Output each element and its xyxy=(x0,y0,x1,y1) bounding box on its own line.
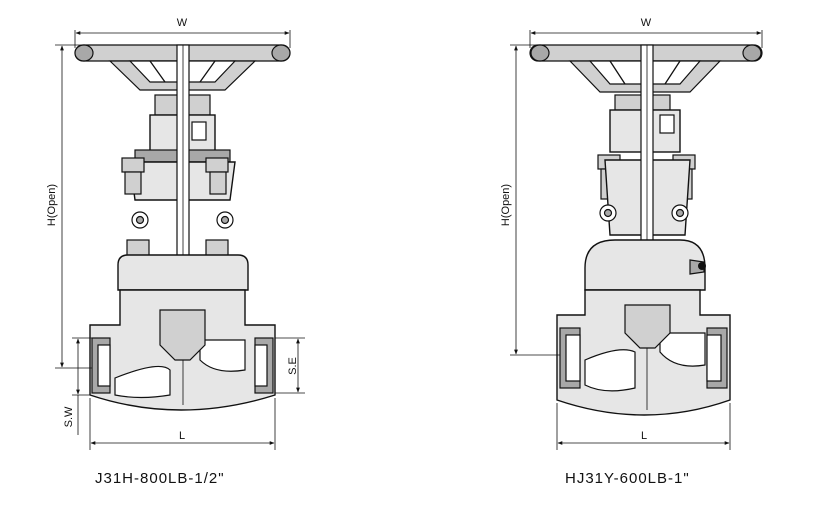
left-width-label: W xyxy=(177,17,188,29)
right-valve-caption: HJ31Y-600LB-1" xyxy=(565,470,690,487)
right-width-dimension: W xyxy=(529,17,763,48)
left-valve-body xyxy=(89,289,276,411)
left-valve-caption: J31H-800LB-1/2" xyxy=(95,470,225,487)
right-length-label: L xyxy=(641,430,647,442)
left-valve-drawing: W xyxy=(46,17,305,450)
left-sw-dimension: S.W xyxy=(63,337,92,435)
left-sw-label: S.W xyxy=(63,406,75,427)
right-bonnet-dot xyxy=(698,262,706,270)
right-valve-body xyxy=(556,289,731,416)
left-height-label: H(Open) xyxy=(46,184,58,226)
right-width-label: W xyxy=(641,17,652,29)
right-valve-drawing: W xyxy=(500,17,763,450)
left-bonnet-flange xyxy=(117,254,249,291)
right-bonnet xyxy=(584,239,706,291)
left-length-dimension: L xyxy=(89,398,276,450)
right-height-dimension: H(Open) xyxy=(500,44,640,356)
left-yoke xyxy=(121,94,236,257)
left-se-dimension: S.E xyxy=(275,337,305,394)
left-height-dimension: H(Open) xyxy=(46,44,175,369)
left-se-label: S.E xyxy=(287,357,299,375)
left-length-label: L xyxy=(179,430,185,442)
right-length-dimension: L xyxy=(556,403,731,450)
right-height-label: H(Open) xyxy=(500,184,512,226)
left-width-dimension: W xyxy=(74,17,291,48)
